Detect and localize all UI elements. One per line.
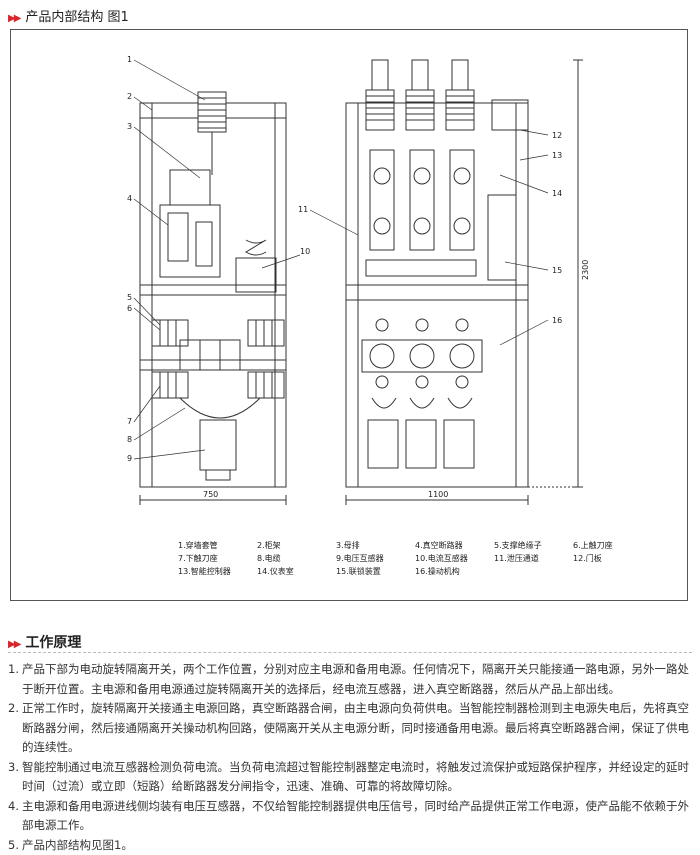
item-number: 2. (8, 699, 22, 758)
principle-item: 3. 智能控制通过电流互感器检测负荷电流。当负荷电流超过智能控制器整定电流时，将… (8, 758, 692, 797)
callout-labels: 1 2 3 4 5 6 7 8 9 10 11 12 13 14 15 16 7… (0, 0, 700, 610)
principle-list: 1. 产品下部为电动旋转隔离开关，两个工作位置，分别对应主电源和备用电源。任何情… (8, 660, 692, 855)
legend-item: 10.电流互感器 (415, 553, 494, 566)
callout-13: 13 (552, 151, 562, 160)
item-number: 5. (8, 836, 22, 855)
legend-item: 8.电缆 (257, 553, 336, 566)
legend-item: 13.智能控制器 (178, 566, 257, 579)
callout-16: 16 (552, 316, 562, 325)
callout-7: 7 (127, 417, 132, 426)
legend-item: 2.柜架 (257, 540, 336, 553)
callout-14: 14 (552, 189, 562, 198)
principle-item: 4. 主电源和备用电源进线侧均装有电压互感器，不仅给智能控制器提供电压信号，同时… (8, 797, 692, 836)
legend-item: 4.真空断路器 (415, 540, 494, 553)
callout-1: 1 (127, 55, 132, 64)
callout-6: 6 (127, 304, 132, 313)
callout-11: 11 (298, 205, 308, 214)
principle-item: 5. 产品内部结构见图1。 (8, 836, 692, 855)
principle-item: 2. 正常工作时，旋转隔离开关接通主电源回路，真空断路器合闸，由主电源向负荷供电… (8, 699, 692, 758)
legend: 1.穿墙套管 2.柜架 3.母排 4.真空断路器 5.支撑绝缘子 6.上触刀座 … (178, 540, 652, 579)
callout-8: 8 (127, 435, 132, 444)
legend-item: 5.支撑绝缘子 (494, 540, 573, 553)
callout-3: 3 (127, 122, 132, 131)
item-text: 主电源和备用电源进线侧均装有电压互感器，不仅给智能控制器提供电压信号，同时给产品… (22, 797, 692, 836)
callout-10: 10 (300, 247, 310, 256)
item-text: 正常工作时，旋转隔离开关接通主电源回路，真空断路器合闸，由主电源向负荷供电。当智… (22, 699, 692, 758)
callout-4: 4 (127, 194, 132, 203)
callout-15: 15 (552, 266, 562, 275)
item-text: 智能控制通过电流互感器检测负荷电流。当负荷电流超过智能控制器整定电流时，将触发过… (22, 758, 692, 797)
section-title: 工作原理 (25, 635, 81, 651)
legend-row: 1.穿墙套管 2.柜架 3.母排 4.真空断路器 5.支撑绝缘子 6.上触刀座 (178, 540, 652, 553)
callout-12: 12 (552, 131, 562, 140)
dimension-750: 750 (203, 490, 218, 499)
legend-item: 9.电压互感器 (336, 553, 415, 566)
legend-item: 1.穿墙套管 (178, 540, 257, 553)
legend-item: 14.仪表室 (257, 566, 336, 579)
callout-2: 2 (127, 92, 132, 101)
callout-9: 9 (127, 454, 132, 463)
section-divider (8, 652, 692, 653)
dimension-1100: 1100 (428, 490, 448, 499)
legend-item: 3.母排 (336, 540, 415, 553)
item-number: 1. (8, 660, 22, 699)
principle-item: 1. 产品下部为电动旋转隔离开关，两个工作位置，分别对应主电源和备用电源。任何情… (8, 660, 692, 699)
legend-item: 12.门板 (573, 553, 652, 566)
legend-item: 6.上触刀座 (573, 540, 652, 553)
item-number: 4. (8, 797, 22, 836)
legend-row: 13.智能控制器 14.仪表室 15.联锁装置 16.操动机构 (178, 566, 652, 579)
legend-row: 7.下触刀座 8.电缆 9.电压互感器 10.电流互感器 11.泄压通道 12.… (178, 553, 652, 566)
double-arrow-icon: ▶▶ (8, 639, 19, 650)
section-heading: ▶▶ 工作原理 (8, 632, 81, 652)
legend-item: 7.下触刀座 (178, 553, 257, 566)
item-number: 3. (8, 758, 22, 797)
legend-item: 11.泄压通道 (494, 553, 573, 566)
callout-5: 5 (127, 293, 132, 302)
dimension-2300: 2300 (581, 260, 590, 280)
legend-item: 16.操动机构 (415, 566, 494, 579)
item-text: 产品下部为电动旋转隔离开关，两个工作位置，分别对应主电源和备用电源。任何情况下，… (22, 660, 692, 699)
item-text: 产品内部结构见图1。 (22, 836, 692, 855)
legend-item: 15.联锁装置 (336, 566, 415, 579)
